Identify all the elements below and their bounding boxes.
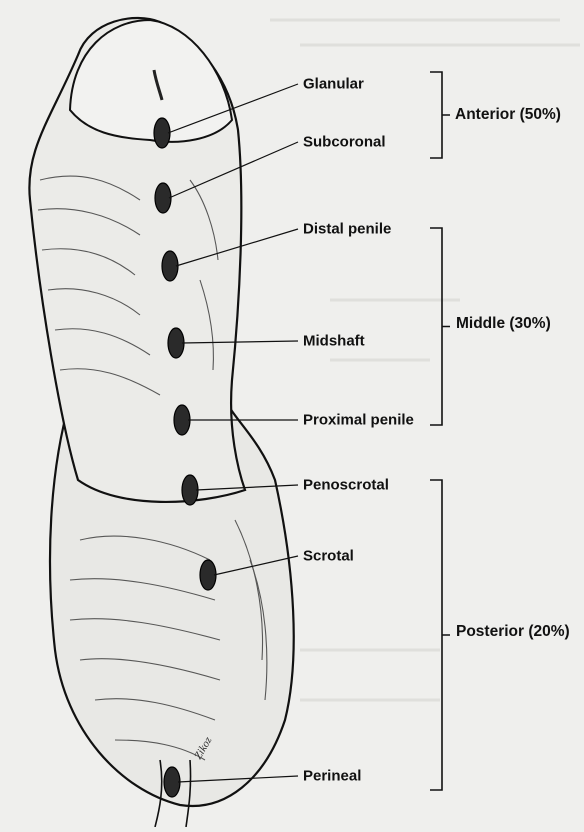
site-marker-midshaft: [168, 328, 184, 358]
label-glanular: Glanular: [303, 76, 364, 93]
site-marker-distal-penile: [162, 251, 178, 281]
label-perineal: Perineal: [303, 768, 361, 785]
bracket-posterior: [430, 480, 450, 790]
group-brackets: [430, 72, 450, 790]
site-marker-perineal: [164, 767, 180, 797]
group-label-posterior: Posterior (20%): [456, 623, 570, 641]
label-subcoronal: Subcoronal: [303, 134, 386, 151]
bracket-middle: [430, 228, 450, 425]
group-label-anterior: Anterior (50%): [455, 106, 561, 124]
site-marker-scrotal: [200, 560, 216, 590]
site-marker-subcoronal: [155, 183, 171, 213]
label-penoscrotal: Penoscrotal: [303, 477, 389, 494]
group-label-middle: Middle (30%): [456, 315, 551, 333]
label-scrotal: Scrotal: [303, 548, 354, 565]
bracket-anterior: [430, 72, 450, 158]
label-distal-penile: Distal penile: [303, 221, 391, 238]
label-proximal-penile: Proximal penile: [303, 412, 414, 429]
site-marker-penoscrotal: [182, 475, 198, 505]
site-marker-proximal-penile: [174, 405, 190, 435]
label-midshaft: Midshaft: [303, 333, 365, 350]
site-marker-glanular: [154, 118, 170, 148]
